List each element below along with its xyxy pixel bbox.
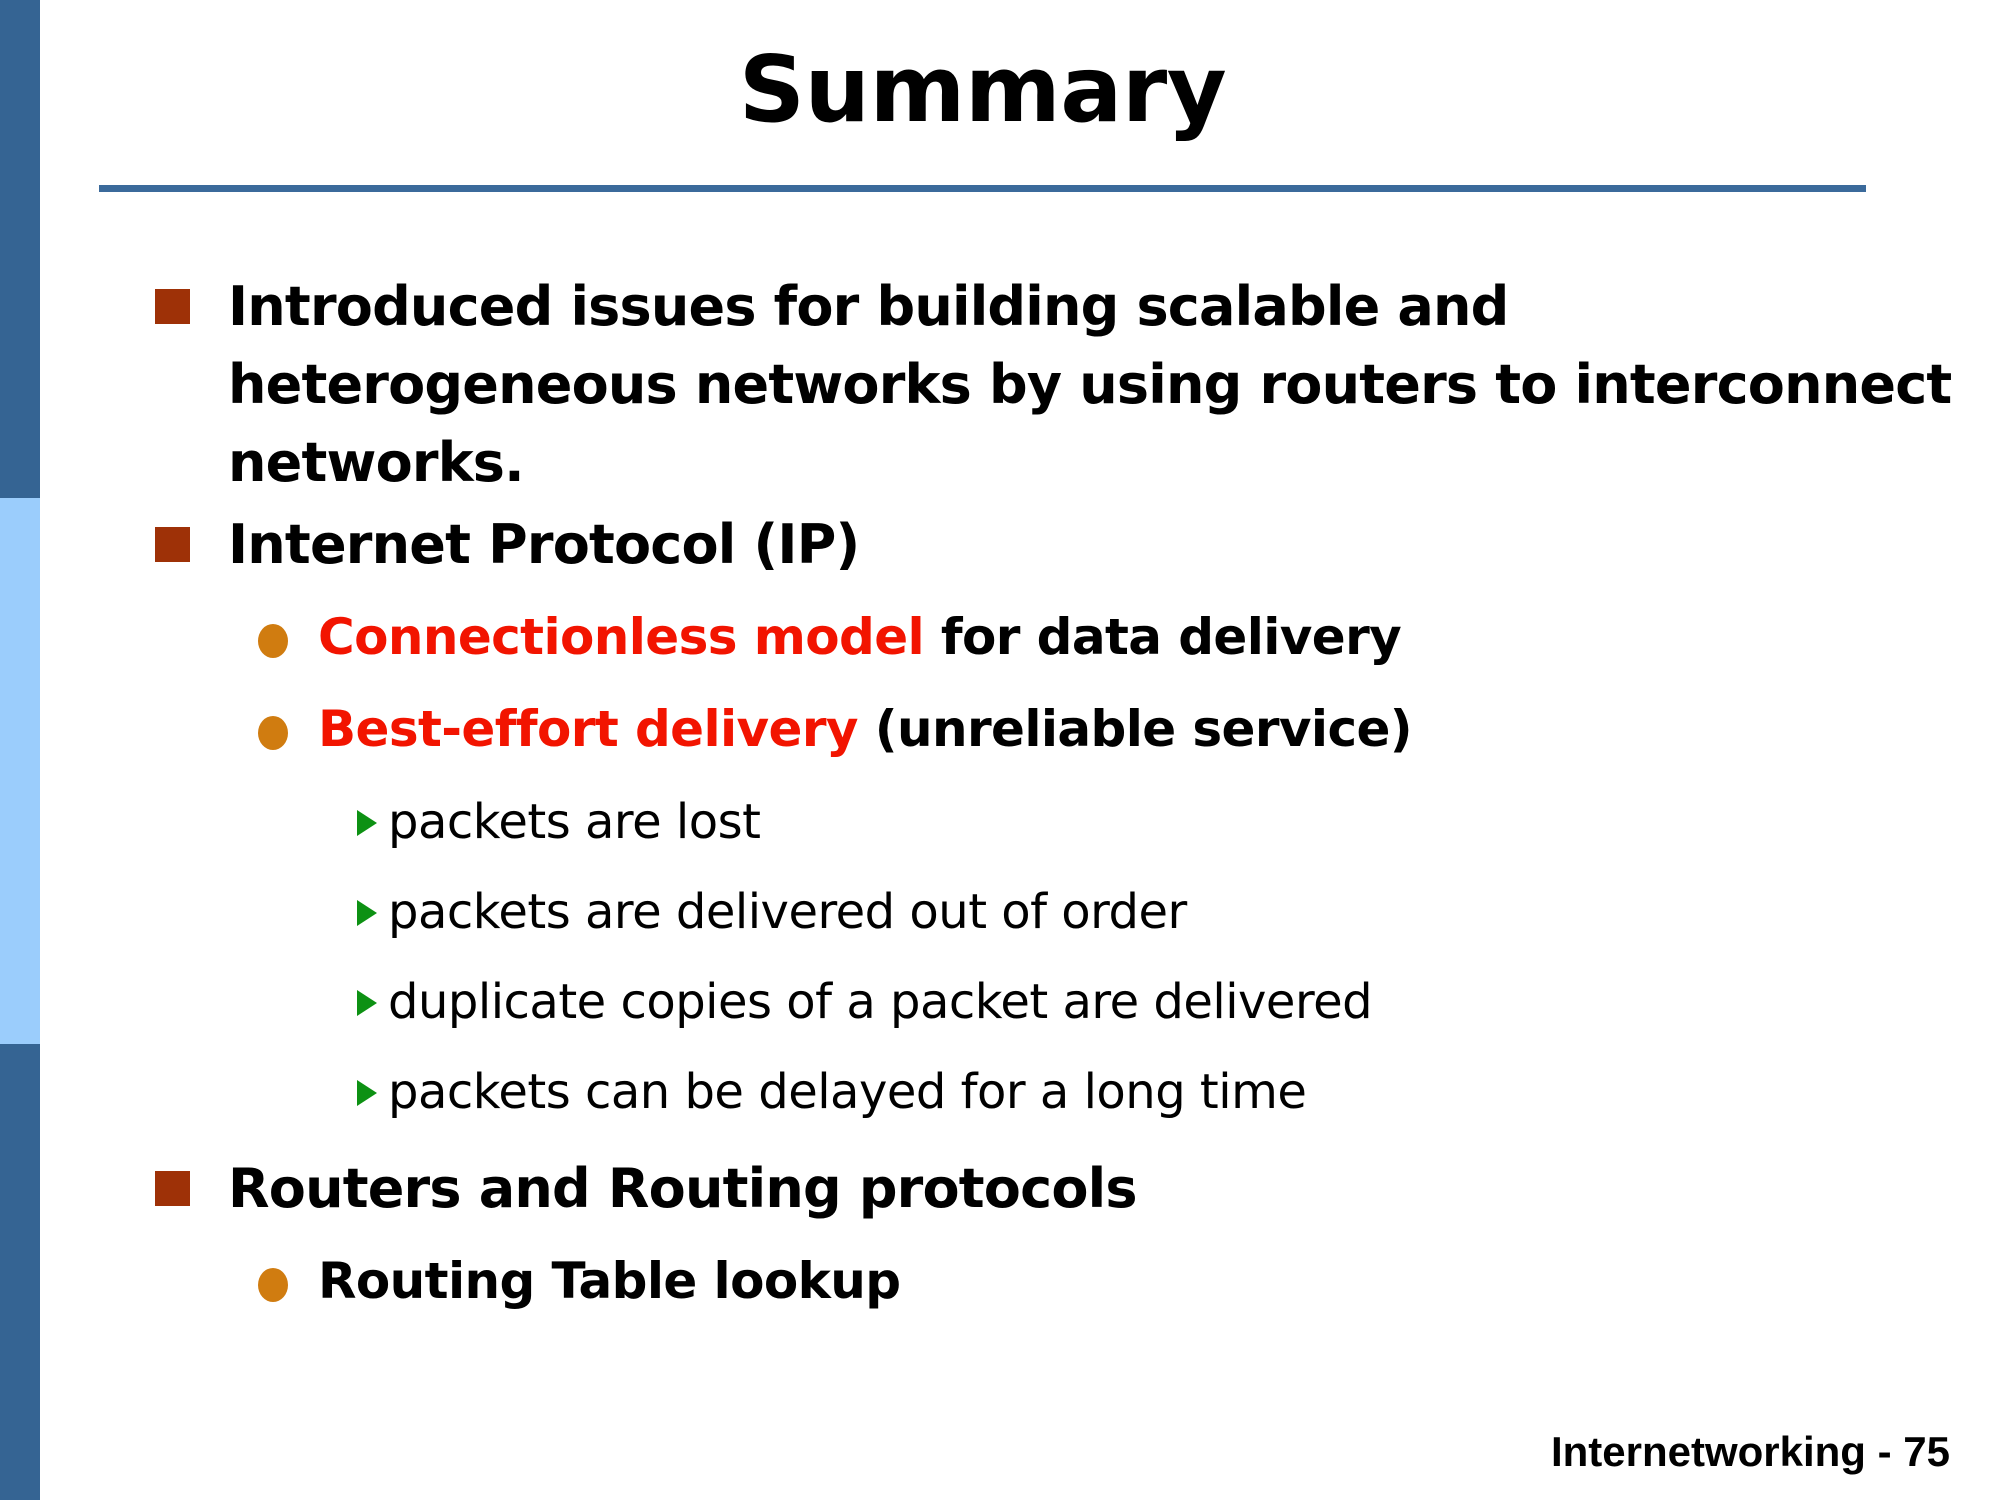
square-bullet-icon: [155, 1171, 190, 1206]
bullet-text-highlight: Best-effort delivery: [318, 700, 859, 758]
bullet-text-rest: (unreliable service): [857, 700, 1413, 758]
sidebar-band-top: [0, 0, 40, 498]
bullet-text: packets are delivered out of order: [388, 884, 1187, 940]
square-bullet-icon: [155, 289, 190, 324]
bullet-text: Best-effort delivery (unreliable service…: [318, 690, 1960, 768]
bullet-item-level3: packets are delivered out of order: [0, 876, 2000, 948]
triangle-bullet-icon: [357, 1080, 377, 1106]
triangle-bullet-icon: [357, 900, 377, 926]
bullet-item-level2: Routing Table lookup: [0, 1242, 2000, 1320]
bullet-text: packets can be delayed for a long time: [388, 1064, 1307, 1120]
title-divider-rule: [99, 185, 1866, 192]
bullet-item-level1: Introduced issues for building scalable …: [0, 268, 2000, 502]
slide-footer: Internetworking - 75: [1550, 1428, 1950, 1475]
circle-bullet-icon: [258, 624, 288, 658]
bullet-item-level1: Internet Protocol (IP): [0, 506, 2000, 584]
bullet-text: Introduced issues for building scalable …: [228, 275, 1952, 494]
bullet-text: Connectionless model for data delivery: [318, 598, 1960, 676]
bullet-text-highlight: Connectionless model: [318, 608, 925, 666]
bullet-text: packets are lost: [388, 794, 761, 850]
bullet-item-level2: Connectionless model for data delivery: [0, 598, 2000, 676]
bullet-item-level3: packets can be delayed for a long time: [0, 1056, 2000, 1128]
bullet-text-rest: for data delivery: [924, 608, 1402, 666]
bullet-text: Routers and Routing protocols: [228, 1157, 1137, 1220]
triangle-bullet-icon: [357, 810, 377, 836]
square-bullet-icon: [155, 527, 190, 562]
triangle-bullet-icon: [357, 990, 377, 1016]
bullet-text: Routing Table lookup: [318, 1252, 901, 1310]
bullet-text: Internet Protocol (IP): [228, 513, 860, 576]
bullet-text: duplicate copies of a packet are deliver…: [388, 974, 1373, 1030]
sidebar-gutter: [40, 0, 48, 1500]
circle-bullet-icon: [258, 1268, 288, 1302]
bullet-item-level3: duplicate copies of a packet are deliver…: [0, 966, 2000, 1038]
bullet-item-level3: packets are lost: [0, 786, 2000, 858]
sidebar-band-middle: [0, 498, 40, 1044]
slide-title: Summary: [738, 36, 1227, 143]
sidebar-band-bottom: [0, 1044, 40, 1500]
bullet-item-level1: Routers and Routing protocols: [0, 1150, 2000, 1228]
bullet-item-level2: Best-effort delivery (unreliable service…: [0, 690, 2000, 768]
circle-bullet-icon: [258, 716, 288, 750]
slide-body: Introduced issues for building scalable …: [0, 268, 2000, 1320]
